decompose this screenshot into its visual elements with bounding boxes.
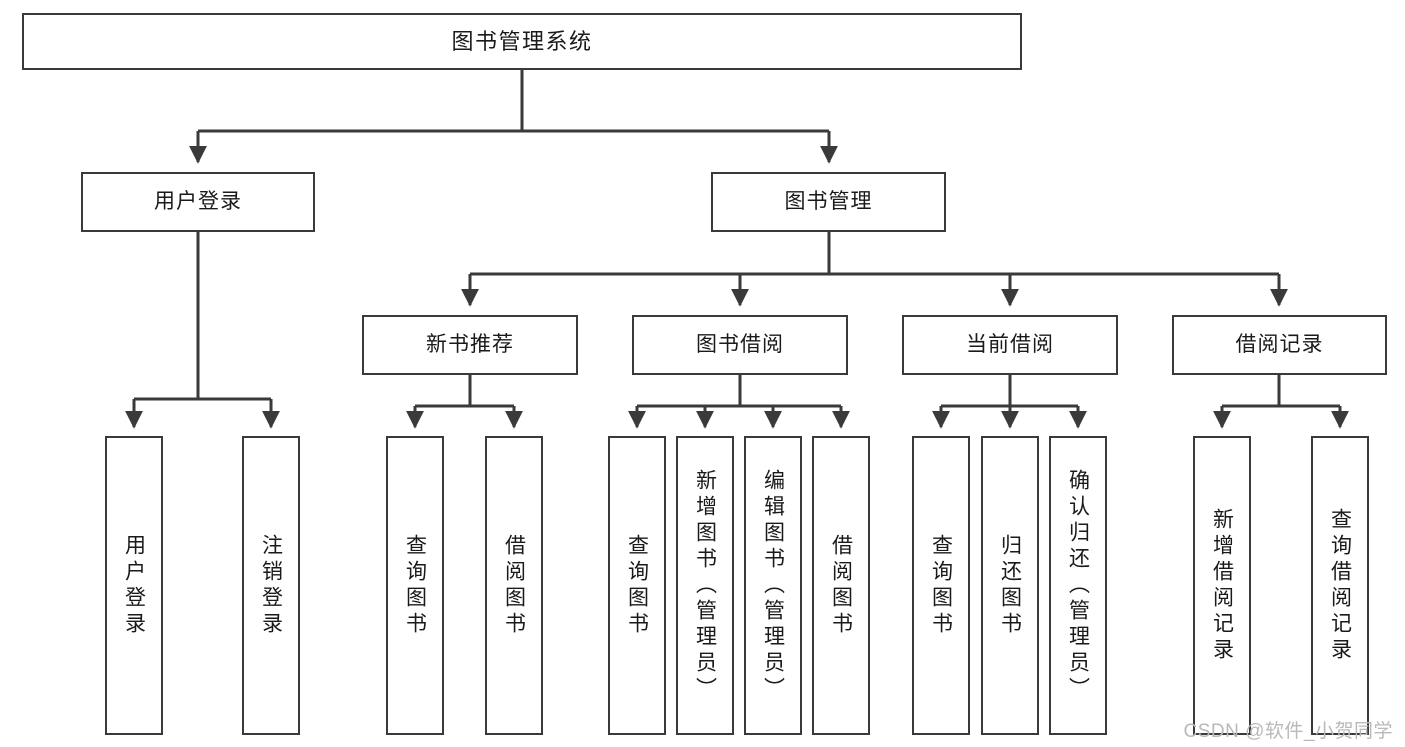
node-label: 新增借阅记录 (1210, 507, 1234, 664)
node-root-system[interactable]: 图书管理系统 (22, 13, 1022, 70)
node-label: 归还图书 (998, 533, 1022, 638)
node-label: 借阅图书 (829, 533, 853, 638)
node-current-borrow[interactable]: 当前借阅 (902, 315, 1118, 375)
node-leaf-query-book-borrow[interactable]: 查询图书 (608, 436, 666, 735)
node-leaf-add-book-admin[interactable]: 新增图书（管理员） (676, 436, 734, 735)
node-leaf-logout[interactable]: 注销登录 (242, 436, 300, 735)
node-leaf-confirm-return-admin[interactable]: 确认归还（管理员） (1049, 436, 1107, 735)
node-label: 借阅记录 (1235, 332, 1324, 356)
node-book-management[interactable]: 图书管理 (711, 172, 946, 232)
node-label: 图书管理系统 (451, 28, 593, 54)
node-leaf-query-borrow-record[interactable]: 查询借阅记录 (1311, 436, 1369, 735)
node-label: 查询图书 (625, 533, 649, 638)
node-leaf-query-book-current[interactable]: 查询图书 (912, 436, 970, 735)
node-label: 用户登录 (154, 189, 242, 213)
node-label: 图书管理 (784, 189, 873, 213)
node-label: 新增图书（管理员） (693, 468, 717, 703)
node-label: 当前借阅 (966, 332, 1054, 356)
node-label: 确认归还（管理员） (1066, 468, 1090, 703)
node-label: 图书借阅 (696, 332, 784, 356)
node-label: 查询图书 (403, 533, 427, 638)
node-label: 编辑图书（管理员） (761, 468, 785, 703)
node-book-borrow[interactable]: 图书借阅 (632, 315, 848, 375)
node-leaf-add-borrow-record[interactable]: 新增借阅记录 (1193, 436, 1251, 735)
node-label: 用户登录 (122, 533, 146, 638)
node-label: 借阅图书 (502, 533, 526, 638)
node-leaf-borrow-book-recommend[interactable]: 借阅图书 (485, 436, 543, 735)
node-borrow-record[interactable]: 借阅记录 (1172, 315, 1387, 375)
node-leaf-edit-book-admin[interactable]: 编辑图书（管理员） (744, 436, 802, 735)
node-label: 查询图书 (929, 533, 953, 638)
node-label: 新书推荐 (426, 332, 514, 356)
node-user-login[interactable]: 用户登录 (81, 172, 315, 232)
node-leaf-user-login[interactable]: 用户登录 (105, 436, 163, 735)
node-new-book-recommend[interactable]: 新书推荐 (362, 315, 578, 375)
node-leaf-return-book[interactable]: 归还图书 (981, 436, 1039, 735)
csdn-watermark: CSDN @软件_小贺同学 (1183, 721, 1393, 742)
node-label: 注销登录 (259, 533, 283, 638)
node-leaf-borrow-book[interactable]: 借阅图书 (812, 436, 870, 735)
node-leaf-query-book-recommend[interactable]: 查询图书 (386, 436, 444, 735)
node-label: 查询借阅记录 (1328, 507, 1352, 664)
